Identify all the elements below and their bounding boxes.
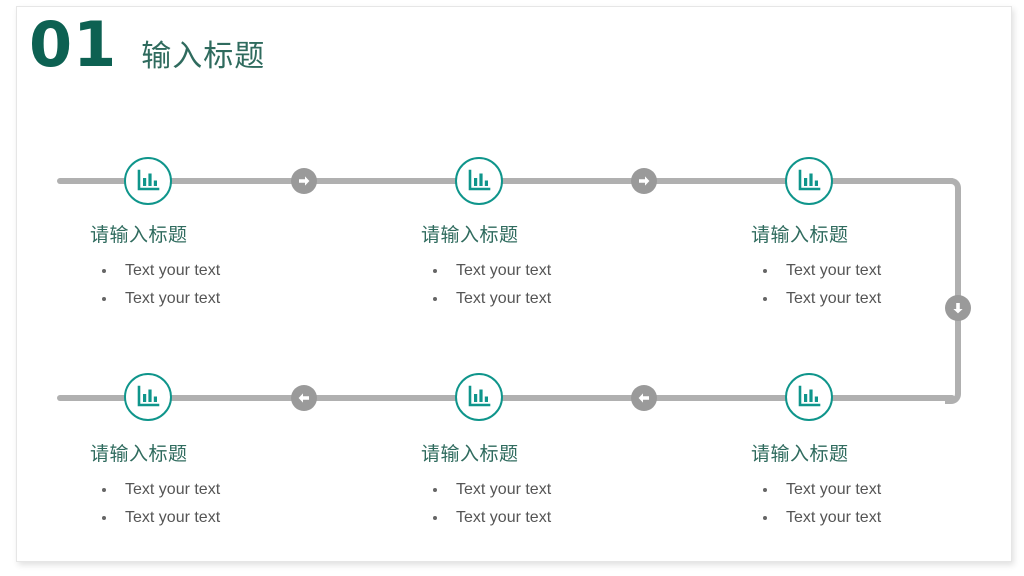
connector-line-bottom-e <box>636 395 811 401</box>
step-text-5: 请输入标题 Text your text Text your text <box>421 444 671 532</box>
step-node-6[interactable] <box>785 373 833 421</box>
step-node-1[interactable] <box>124 157 172 205</box>
step-node-3[interactable] <box>785 157 833 205</box>
list-item: Text your text <box>751 504 1001 532</box>
step-bullets-6: Text your text Text your text <box>751 476 1001 532</box>
connector-line-vertical-right <box>955 190 961 386</box>
connector-corner-top-right <box>945 178 961 196</box>
step-bullets-1: Text your text Text your text <box>90 257 340 313</box>
step-text-2: 请输入标题 Text your text Text your text <box>421 225 671 313</box>
list-item: Text your text <box>751 476 1001 504</box>
connector-line-top-f <box>805 178 955 184</box>
connector-line-bottom-f <box>805 395 955 401</box>
list-item: Text your text <box>90 257 340 285</box>
section-number: 01 <box>29 8 118 81</box>
bar-chart-icon <box>796 168 822 194</box>
step-node-2[interactable] <box>455 157 503 205</box>
arrow-left-icon <box>636 390 652 406</box>
list-item: Text your text <box>421 476 671 504</box>
connector-line-bottom-a <box>57 395 152 401</box>
page-title: 输入标题 <box>141 40 266 73</box>
step-text-1: 请输入标题 Text your text Text your text <box>90 225 340 313</box>
arrow-left-icon <box>296 390 312 406</box>
list-item: Text your text <box>751 257 1001 285</box>
bar-chart-icon <box>466 168 492 194</box>
step-text-6: 请输入标题 Text your text Text your text <box>751 444 1001 532</box>
bar-chart-icon <box>135 168 161 194</box>
step-bullets-5: Text your text Text your text <box>421 476 671 532</box>
list-item: Text your text <box>90 476 340 504</box>
connector-arrow-2[interactable] <box>631 168 657 194</box>
list-item: Text your text <box>421 285 671 313</box>
arrow-right-icon <box>636 173 652 189</box>
connector-line-bottom-c <box>296 395 481 401</box>
connector-arrow-3[interactable] <box>945 295 971 321</box>
step-node-5[interactable] <box>455 373 503 421</box>
bar-chart-icon <box>466 384 492 410</box>
slide-header: 01 输入标题 <box>29 14 265 76</box>
step-title-5: 请输入标题 <box>421 444 519 465</box>
step-node-4[interactable] <box>124 373 172 421</box>
step-title-6: 请输入标题 <box>751 444 849 465</box>
connector-arrow-5[interactable] <box>291 385 317 411</box>
list-item: Text your text <box>90 285 340 313</box>
step-title-2: 请输入标题 <box>421 225 519 246</box>
connector-line-top-b <box>144 178 309 184</box>
step-title-1: 请输入标题 <box>90 225 188 246</box>
bar-chart-icon <box>796 384 822 410</box>
connector-arrow-4[interactable] <box>631 385 657 411</box>
connector-line-bottom-d <box>475 395 650 401</box>
step-text-3: 请输入标题 Text your text Text your text <box>751 225 1001 313</box>
step-title-3: 请输入标题 <box>751 225 849 246</box>
step-title-4: 请输入标题 <box>90 444 188 465</box>
step-text-4: 请输入标题 Text your text Text your text <box>90 444 340 532</box>
connector-line-top-c <box>296 178 481 184</box>
step-bullets-3: Text your text Text your text <box>751 257 1001 313</box>
step-bullets-2: Text your text Text your text <box>421 257 671 313</box>
connector-line-top-d <box>475 178 650 184</box>
connector-line-top-a <box>57 178 152 184</box>
step-bullets-4: Text your text Text your text <box>90 476 340 532</box>
list-item: Text your text <box>90 504 340 532</box>
connector-arrow-1[interactable] <box>291 168 317 194</box>
arrow-down-icon <box>950 300 966 316</box>
list-item: Text your text <box>421 504 671 532</box>
arrow-right-icon <box>296 173 312 189</box>
list-item: Text your text <box>421 257 671 285</box>
connector-corner-bottom-right <box>945 386 961 404</box>
connector-line-bottom-b <box>144 395 309 401</box>
connector-line-top-e <box>636 178 811 184</box>
bar-chart-icon <box>135 384 161 410</box>
list-item: Text your text <box>751 285 1001 313</box>
